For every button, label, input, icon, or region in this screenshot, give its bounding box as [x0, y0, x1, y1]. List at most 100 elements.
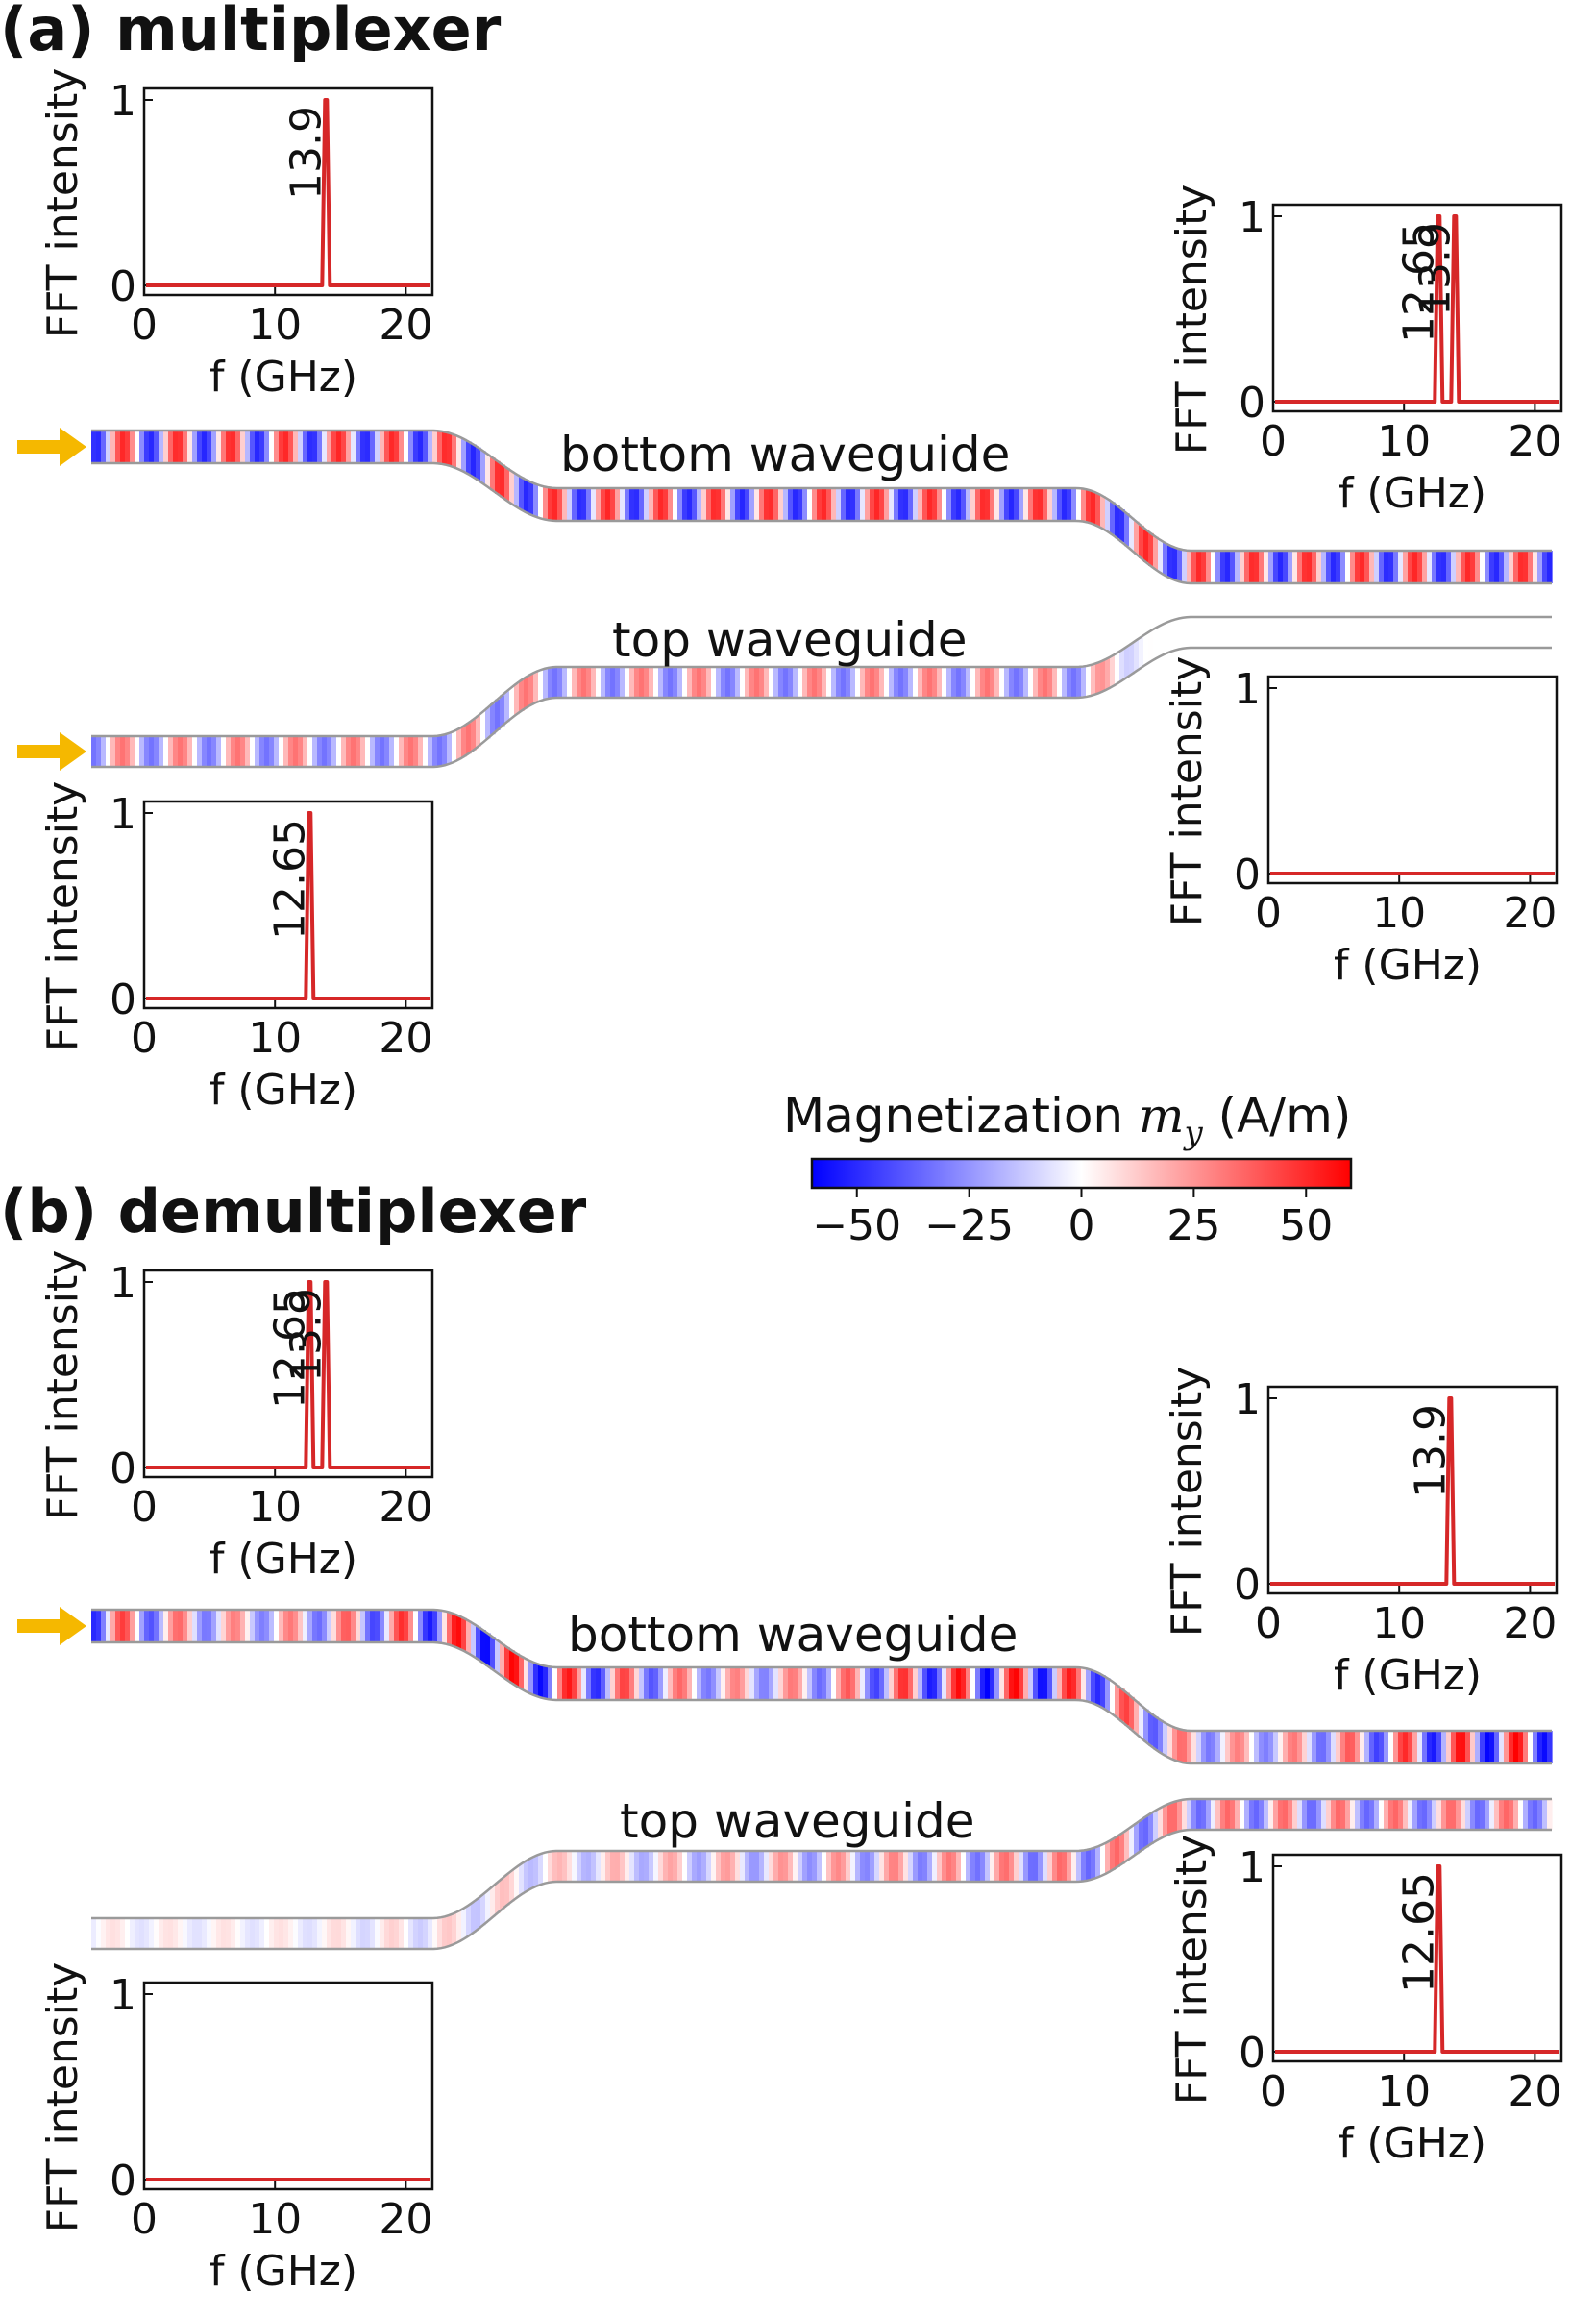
peak-label: 13.9	[282, 106, 331, 200]
magnetization-segment	[706, 488, 712, 521]
magnetization-segment	[644, 488, 650, 521]
magnetization-segment	[1115, 1685, 1120, 1718]
magnetization-segment	[1350, 617, 1356, 648]
magnetization-segment	[442, 1916, 448, 1948]
magnetization-segment	[533, 1663, 539, 1696]
magnetization-segment	[1292, 617, 1298, 648]
magnetization-segment	[1268, 1731, 1274, 1763]
magnetization-segment	[1259, 1799, 1265, 1830]
magnetization-segment	[1513, 1731, 1519, 1763]
magnetization-segment	[1211, 551, 1216, 583]
magnetization-segment	[946, 488, 952, 521]
magnetization-segment	[769, 667, 774, 698]
magnetization-segment	[1081, 488, 1087, 522]
magnetization-segment	[1465, 1731, 1471, 1763]
magnetization-segment	[490, 1637, 496, 1670]
magnetization-segment	[192, 736, 198, 767]
magnetization-segment	[1182, 617, 1188, 649]
magnetization-segment	[1009, 488, 1015, 521]
magnetization-segment	[519, 679, 525, 711]
magnetization-segment	[1494, 551, 1500, 583]
magnetization-segment	[1043, 488, 1048, 521]
magnetization-segment	[106, 736, 111, 767]
magnetization-segment	[687, 1851, 693, 1882]
magnetization-segment	[951, 1851, 957, 1882]
magnetization-segment	[216, 1918, 222, 1949]
magnetization-segment	[1345, 617, 1351, 648]
x-tick-label: 20	[1503, 1599, 1557, 1648]
waveguide-edge	[91, 1640, 1552, 1765]
magnetization-segment	[447, 432, 453, 466]
magnetization-segment	[1244, 1799, 1250, 1830]
magnetization-segment	[135, 736, 140, 767]
magnetization-segment	[870, 1667, 875, 1700]
magnetization-segment	[96, 1610, 102, 1642]
magnetization-segment	[1302, 617, 1308, 648]
magnetization-segment	[480, 451, 486, 484]
magnetization-segment	[197, 1610, 203, 1642]
magnetization-segment	[822, 667, 827, 698]
magnetization-segment	[211, 736, 217, 767]
magnetization-segment	[192, 431, 198, 463]
magnetization-segment	[1105, 658, 1111, 690]
magnetization-segment	[399, 1610, 405, 1642]
magnetization-segment	[1432, 1731, 1437, 1763]
magnetization-segment	[91, 736, 97, 767]
magnetization-segment	[918, 667, 923, 698]
magnetization-segment	[990, 667, 995, 698]
magnetization-segment	[1480, 1731, 1486, 1763]
magnetization-segment	[673, 1667, 678, 1700]
magnetization-segment	[130, 1918, 135, 1949]
magnetization-segment	[130, 431, 135, 463]
magnetization-segment	[1177, 1729, 1183, 1762]
magnetization-segment	[365, 1918, 371, 1949]
magnetization-segment	[1038, 1667, 1044, 1700]
x-tick-label: 0	[1260, 2067, 1287, 2116]
magnetization-segment	[375, 431, 381, 463]
magnetization-segment	[701, 488, 707, 521]
magnetization-segment	[1167, 1725, 1173, 1759]
magnetization-segment	[1028, 488, 1034, 521]
magnetization-segment	[452, 434, 457, 468]
magnetization-segment	[1062, 488, 1068, 521]
magnetization-segment	[428, 736, 433, 767]
magnetization-segment	[1542, 617, 1548, 648]
magnetization-segment	[1052, 667, 1058, 698]
magnetization-segment	[1504, 1731, 1510, 1763]
magnetization-segment	[1091, 1670, 1096, 1704]
magnetization-segment	[1283, 617, 1289, 648]
magnetization-segment	[1340, 1799, 1346, 1830]
magnetization-segment	[1023, 1667, 1029, 1700]
magnetization-segment	[1321, 1731, 1327, 1763]
magnetization-segment	[1182, 1799, 1188, 1831]
magnetization-segment	[879, 667, 885, 698]
magnetization-segment	[1071, 488, 1077, 521]
magnetization-segment	[615, 488, 621, 521]
magnetization-segment	[625, 1667, 630, 1700]
magnetization-segment	[538, 1664, 544, 1698]
magnetization-segment	[91, 1918, 97, 1949]
magnetization-segment	[740, 1667, 746, 1700]
magnetization-segment	[1350, 1731, 1356, 1763]
magnetization-segment	[754, 488, 760, 521]
magnetization-segment	[211, 1918, 217, 1949]
x-tick-label: 20	[379, 2195, 432, 2244]
magnetization-segment	[1211, 1731, 1216, 1763]
magnetization-segment	[1336, 1731, 1341, 1763]
colorbar-label-symbol: m	[1139, 1088, 1184, 1144]
magnetization-segment	[1153, 1716, 1159, 1750]
waveguide-b-bottom	[91, 1608, 1553, 1765]
magnetization-segment	[922, 667, 928, 698]
magnetization-segment	[610, 1667, 616, 1700]
magnetization-segment	[1422, 617, 1428, 648]
magnetization-segment	[1254, 617, 1260, 648]
magnetization-segment	[514, 683, 520, 715]
magnetization-segment	[1139, 525, 1144, 558]
magnetization-segment	[303, 431, 308, 463]
magnetization-segment	[101, 736, 107, 767]
x-tick-label: 0	[1255, 1599, 1282, 1648]
magnetization-segment	[178, 736, 184, 767]
magnetization-segment	[144, 1610, 150, 1642]
